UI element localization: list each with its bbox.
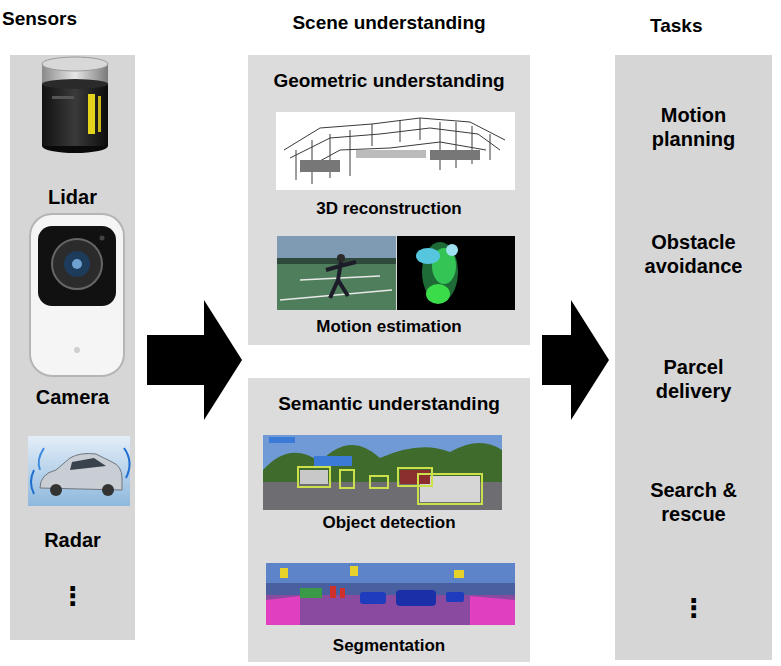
image-caption: Motion estimation (248, 317, 530, 337)
sensors-panel: SensorsLidarCameraRadar⋮ (10, 55, 135, 640)
panel-background (615, 55, 772, 660)
panel-background (248, 55, 530, 345)
image-caption: 3D reconstruction (248, 199, 530, 219)
radar-icon (28, 436, 130, 506)
semantic-panel: Semantic understandingObject detectionSe… (248, 378, 530, 662)
motion-image (277, 236, 515, 310)
scene-group: Geometric understanding 3D reconstruction… (248, 55, 530, 662)
reconstruction-image (276, 112, 515, 190)
camera-icon (30, 214, 124, 376)
image-caption: Object detection (248, 513, 530, 533)
sensor-label: Radar (10, 528, 135, 552)
panel-heading: Geometric understanding (248, 70, 530, 93)
tasks-panel: TasksMotion planningObstacle avoidancePa… (615, 55, 772, 660)
task-label: Motion planning (623, 103, 764, 151)
panel-background (10, 55, 135, 640)
image-caption: Segmentation (248, 636, 530, 656)
lidar-icon (42, 57, 108, 153)
task-label: Search & rescue (623, 478, 764, 526)
sensor-label: Lidar (10, 185, 135, 209)
geometric-panel: Geometric understanding 3D reconstruction… (248, 55, 530, 345)
panel-background (248, 378, 530, 662)
ellipsis: ⋮ (623, 595, 764, 621)
panel-heading: Sensors (2, 8, 112, 31)
segmentation-image (266, 563, 515, 625)
column-heading: Tasks (650, 15, 750, 38)
panel-heading: Semantic understanding (248, 393, 530, 416)
task-label: Obstacle avoidance (623, 230, 764, 278)
ellipsis: ⋮ (10, 583, 135, 609)
block-arrow (147, 300, 242, 420)
detection-image (263, 435, 502, 510)
column-heading: Scene understanding (248, 12, 530, 35)
task-label: Parcel delivery (623, 355, 764, 403)
block-arrow (542, 300, 609, 420)
sensor-label: Camera (10, 385, 135, 409)
